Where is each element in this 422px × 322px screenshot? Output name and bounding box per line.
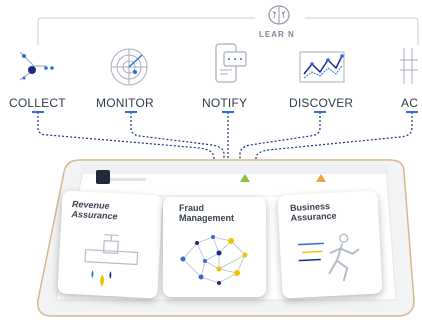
discover-chart-icon [299, 51, 345, 83]
notify-underline [222, 111, 234, 113]
stage-label-notify: NOTIFY [202, 96, 248, 110]
stage-label-discover: DISCOVER [289, 96, 354, 110]
running-person-icon [297, 233, 360, 282]
learn-bracket [37, 17, 419, 45]
card-title-line2: Assurance [71, 208, 118, 222]
card-revenue-assurance[interactable]: Revenue Assurance [57, 190, 163, 299]
stage-label-monitor: MONITOR [96, 96, 154, 110]
connector-lines [37, 112, 413, 164]
card-title-line1: Fraud [179, 203, 205, 213]
card-title-line2: Management [179, 213, 235, 223]
stage-label-collect: COLLECT [9, 96, 66, 110]
monitor-underline [125, 111, 137, 113]
act-icon [400, 48, 418, 84]
network-graph-icon [180, 235, 248, 285]
stage-label-act: AC [401, 96, 419, 110]
radar-icon [110, 48, 148, 86]
brain-icon [268, 5, 290, 25]
collect-funnel-icon [19, 51, 54, 81]
collect-underline [32, 111, 44, 113]
notification-icon [215, 43, 247, 83]
card-title-line2: Assurance [290, 210, 337, 224]
discover-underline [314, 111, 326, 113]
card-business-assurance[interactable]: Business Assurance [277, 190, 383, 299]
pipe-valve-icon [84, 234, 139, 287]
act-underline [406, 111, 418, 113]
card-fraud-management[interactable]: Fraud Management [163, 197, 266, 297]
learn-label: LEAR N [259, 30, 295, 39]
